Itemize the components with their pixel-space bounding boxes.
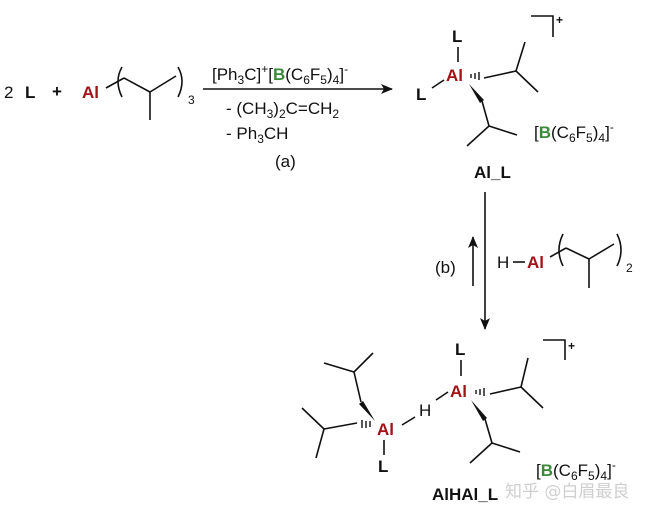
reactants: 2 L + Al 3 [4,66,195,120]
byproduct-triphenylmethane: - Ph3CH [226,124,288,146]
step-b-label: (b) [435,258,456,277]
hydride-h: H [497,253,509,272]
cation-charge: + [556,13,563,27]
product-al-l: L Al L + [B(C6F5)4]- Al_L [416,13,614,182]
step-a-label: (a) [275,152,296,171]
ligand-top-right: L [455,340,465,359]
reaction-arrow-a: [Ph3C]+[B(C6F5)4]- - (CH3)2C=CH2 - Ph3CH… [203,62,393,171]
hydride-subscript: 2 [626,261,633,275]
plus-sign: + [52,82,62,101]
aluminum-atom: Al [82,83,99,102]
equilibrium-arrow-b: (b) H Al 2 [435,192,633,330]
watermark-text: 知乎 @白眉最良 [505,482,629,502]
bridging-hydride: H [419,401,431,420]
isobutyl-group-b [549,233,622,288]
coefficient: 2 [4,83,13,102]
ligand-L: L [25,83,35,102]
step-a-reagent: [Ph3C]+[B(C6F5)4]- [212,62,348,87]
counterion-borate-2: [B(C6F5)4]- [536,458,616,483]
ligand-bottom-left: L [378,457,388,476]
aluminum-center: Al [446,66,463,85]
counterion-borate: [B(C6F5)4]- [534,120,614,145]
compound-label-alhal-l: AlHAl_L [432,485,498,504]
compound-label-al-l: Al_L [474,163,511,182]
isobutyl-group [105,66,183,120]
hydride-aluminum: Al [527,253,544,272]
ligand-top: L [452,27,462,46]
byproduct-isobutylene: - (CH3)2C=CH2 [226,99,339,121]
cation-charge-2: + [568,339,575,353]
product-alhal-l: L Al H Al L [301,339,616,504]
alkyl-subscript: 3 [188,93,195,107]
aluminum-right: Al [450,382,467,401]
ligand-left: L [416,85,426,104]
aluminum-left: Al [377,420,394,439]
